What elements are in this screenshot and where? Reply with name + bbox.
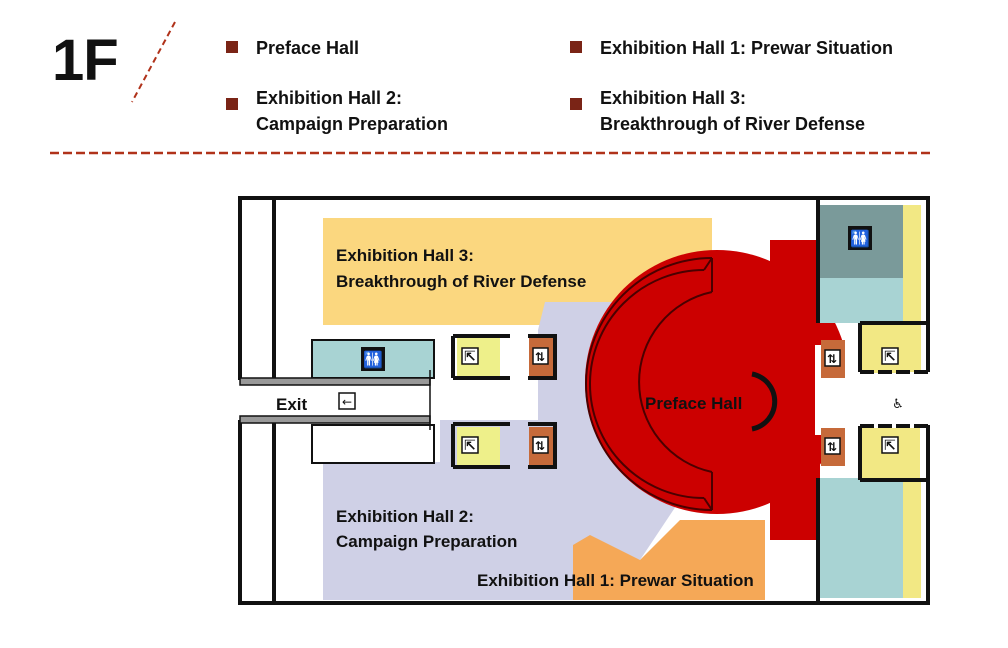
legend-bullet bbox=[570, 41, 582, 53]
emergency-exit-icon: ⇱ bbox=[881, 347, 899, 365]
emergency-exit-icon: ⇱ bbox=[461, 347, 479, 365]
hall1-label: Exhibition Hall 1: Prewar Situation bbox=[477, 571, 754, 590]
exit-label: Exit bbox=[276, 395, 308, 414]
emergency-exit-icon: ⇱ bbox=[881, 436, 899, 454]
service-strip-bottom bbox=[903, 478, 921, 598]
hall3-label-line2: Breakthrough of River Defense bbox=[336, 272, 586, 291]
hall2-label-line2: Campaign Preparation bbox=[336, 532, 517, 551]
preface-arc-outer bbox=[585, 257, 713, 511]
legend-hall2-line1: Exhibition Hall 2: bbox=[256, 88, 403, 108]
svg-text:⇅: ⇅ bbox=[827, 352, 837, 366]
svg-text:⇱: ⇱ bbox=[884, 438, 896, 454]
service-strip-top bbox=[903, 205, 921, 372]
restroom-icon: 🚻 bbox=[361, 347, 385, 371]
hall2-label-line1: Exhibition Hall 2: bbox=[336, 507, 474, 526]
svg-text:⇅: ⇅ bbox=[827, 440, 837, 454]
svg-text:⇅: ⇅ bbox=[535, 439, 545, 453]
legend-hall2-line2: Campaign Preparation bbox=[256, 114, 449, 134]
legend-hall3-line2: Breakthrough of River Defense bbox=[600, 114, 866, 134]
elevator-icon: ⇅ bbox=[532, 436, 549, 454]
legend-bullet bbox=[226, 98, 238, 110]
preface-arc-inner bbox=[638, 291, 713, 473]
svg-text:⇱: ⇱ bbox=[464, 349, 476, 365]
restroom-block-bottom bbox=[818, 478, 903, 598]
hall3-label-line1: Exhibition Hall 3: bbox=[336, 246, 474, 265]
exhibition-hall-1-area bbox=[573, 520, 765, 600]
restroom-icon: 🚻 bbox=[848, 226, 872, 250]
restroom-lobby-top bbox=[818, 278, 903, 323]
floor-label: 1F bbox=[52, 28, 119, 93]
preface-hall-label: Preface Hall bbox=[645, 394, 742, 413]
legend-bullet bbox=[570, 98, 582, 110]
elevator-icon: ⇅ bbox=[824, 349, 841, 367]
elevator-icon: ⇅ bbox=[824, 437, 841, 455]
emergency-exit-icon: ⇱ bbox=[461, 436, 479, 454]
exit-corridor-wall-bottom bbox=[239, 415, 431, 424]
svg-text:🚻: 🚻 bbox=[850, 229, 870, 248]
legend-preface: Preface Hall bbox=[256, 38, 360, 58]
wheelchair-icon: ♿ bbox=[892, 397, 904, 412]
exit-corridor-wall-top bbox=[239, 377, 431, 386]
slash-divider bbox=[131, 21, 176, 103]
storage-left bbox=[311, 424, 435, 464]
svg-text:⇱: ⇱ bbox=[464, 438, 476, 454]
exit-arrow-icon: ← bbox=[338, 392, 356, 410]
preface-arc-middle bbox=[589, 269, 705, 499]
svg-text:⇱: ⇱ bbox=[884, 349, 896, 365]
building-walls bbox=[238, 196, 930, 605]
preface-hall-area bbox=[585, 240, 860, 540]
legend-hall1: Exhibition Hall 1: Prewar Situation bbox=[600, 38, 894, 58]
legend-bullet bbox=[226, 41, 238, 53]
legend-hall3-line1: Exhibition Hall 3: bbox=[600, 88, 747, 108]
svg-text:🚻: 🚻 bbox=[363, 350, 383, 369]
preface-centre-arc bbox=[751, 371, 778, 432]
elevator-icon: ⇅ bbox=[532, 347, 549, 365]
stair-bottom-right bbox=[860, 428, 920, 480]
svg-text:⇅: ⇅ bbox=[535, 350, 545, 364]
svg-text:←: ← bbox=[342, 395, 352, 409]
